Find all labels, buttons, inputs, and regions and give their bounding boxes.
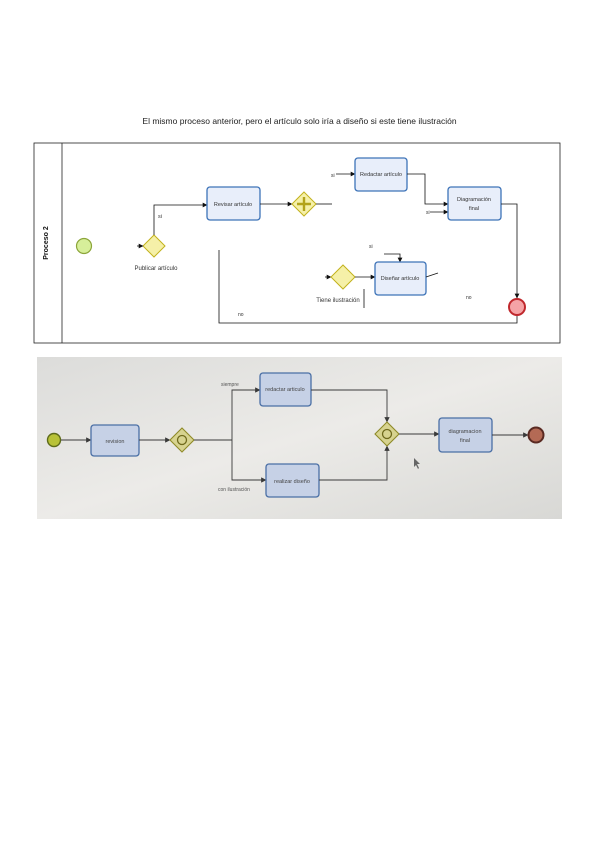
photo-gateway-merge-circle-icon [381, 428, 393, 440]
task-redactar[interactable] [354, 157, 408, 192]
task-disenar-label: Diseñar artículo [381, 276, 420, 282]
flow-si-to-revisar [153, 202, 208, 235]
start-event[interactable] [75, 237, 93, 255]
photo-flow-label-siempre: siempre [221, 382, 239, 388]
end-event[interactable] [508, 298, 526, 316]
photo-task-realizar-label: realizar diseño [274, 479, 310, 485]
photo-gateway-split[interactable] [169, 427, 195, 453]
gateway-publicar-label: Publicar artículo [134, 266, 178, 272]
photo-cursor-icon [414, 458, 420, 469]
task-revisar[interactable] [206, 186, 261, 221]
flow-label-si1: si [158, 214, 162, 220]
gateway-parallel-plus-icon [297, 197, 311, 211]
task-diagramacion-label-1: Diagramación [457, 197, 491, 203]
flow-no-to-end [218, 250, 518, 324]
photo-task-realizar[interactable] [265, 463, 320, 498]
gateway-ilustracion-label: Tiene ilustración [316, 298, 359, 304]
gateway-ilustracion[interactable] [330, 264, 356, 290]
flow-label-si-mid: si [369, 244, 373, 250]
gateway-publicar[interactable] [142, 234, 166, 258]
flow-label-si-top: si [331, 173, 335, 179]
flow-diagramacion-to-end [501, 203, 520, 299]
page-caption: El mismo proceso anterior, pero el artíc… [142, 116, 457, 126]
flow-redactar-to-diagramacion [407, 173, 449, 207]
photo-flow-redactar-to-merge [311, 389, 390, 423]
flow-label-small-r: si [426, 210, 430, 216]
photo-flow-realizar-to-merge [319, 445, 390, 481]
task-diagramacion-label-2: final [469, 206, 479, 212]
bpmn-diagram-2-photo: revision siempre con ilustración redacta… [37, 357, 562, 519]
photo-task-revision[interactable] [90, 424, 140, 457]
photo-flow-to-redactar [231, 387, 261, 440]
photo-end-event[interactable] [527, 426, 545, 444]
photo-flow-to-realizar [231, 440, 267, 483]
flow-disenar-out [425, 272, 439, 278]
pool-border [33, 142, 561, 344]
bpmn-diagram-1: Proceso 2 Publicar artículo si Revisar a… [33, 142, 561, 344]
photo-task-revision-label: revision [106, 439, 125, 445]
task-diagramacion[interactable] [447, 186, 502, 221]
photo-task-redactar[interactable] [259, 372, 312, 407]
pool-label: Proceso 2 [43, 226, 50, 260]
arrow-into-disenar-top [384, 253, 403, 263]
task-revisar-label: Revisar artículo [214, 202, 252, 208]
photo-gateway-split-circle-icon [176, 434, 188, 446]
photo-gateway-merge[interactable] [374, 421, 400, 447]
photo-flow-label-con-ilustracion: con ilustración [218, 487, 250, 493]
task-redactar-label: Redactar artículo [360, 172, 402, 178]
photo-task-diagramacion[interactable] [438, 417, 493, 453]
flow-label-no-right: no [466, 295, 472, 301]
task-disenar[interactable] [374, 261, 427, 296]
photo-task-diagramacion-label-2: final [460, 438, 470, 444]
photo-task-diagramacion-label-1: diagramacion [448, 429, 481, 435]
photo-start-event[interactable] [46, 432, 62, 448]
flow-label-no-bottom: no [238, 312, 244, 318]
photo-task-redactar-label: redactar articulo [265, 387, 304, 393]
